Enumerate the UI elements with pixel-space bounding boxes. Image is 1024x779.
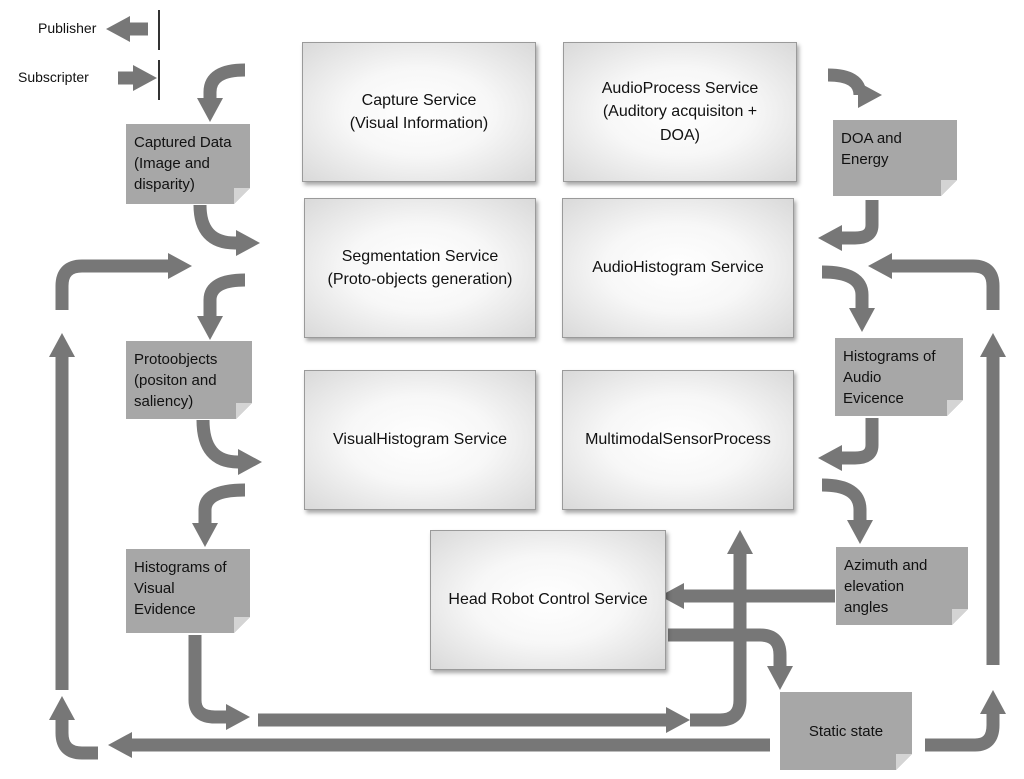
note-line: angles: [844, 599, 889, 616]
note-line: Energy: [841, 151, 889, 168]
note-histograms-visual: Histograms of Visual Evidence: [126, 549, 250, 633]
arrow-captured-data-to-segmentation: [193, 204, 260, 256]
arrow-headrobot-to-static-state: [668, 628, 793, 690]
arrow-visualhistogram-to-histograms-visual: [192, 483, 246, 547]
segmentation-service-title: Segmentation Service: [341, 247, 499, 265]
note-line: Evidence: [134, 601, 196, 618]
note-line: elevation: [844, 578, 905, 595]
multimodal-service-box: MultimodalSensorProcess: [562, 370, 794, 510]
legend-subscripter-label: Subscripter: [18, 69, 89, 85]
headrobot-service-box: Head Robot Control Service: [430, 530, 666, 670]
note-line: Visual: [134, 580, 175, 597]
arrow-doa-to-audiohistogram: [818, 200, 879, 251]
audiohistogram-service-box: AudioHistogram Service: [562, 198, 794, 338]
arrow-segmentation-to-protoobjects: [197, 273, 246, 340]
arrow-histograms-visual-to-bottom: [188, 635, 250, 730]
note-protoobjects: Protoobjects (positon and saliency): [126, 341, 252, 419]
arrow-protoobjects-to-visualhistogram: [196, 419, 262, 475]
note-static-state: Static state: [780, 692, 912, 770]
audiohistogram-service-title: AudioHistogram Service: [592, 259, 764, 277]
arrow-left-loop: [55, 253, 192, 310]
note-line: (Image and: [134, 155, 210, 172]
note-line: DOA and: [841, 130, 902, 147]
arrow-audiohistogram-to-histograms-audio: [821, 265, 875, 332]
capture-service-subtitle: (Visual Information): [349, 115, 489, 132]
visualhistogram-service-title: VisualHistogram Service: [333, 431, 507, 449]
headrobot-service-title: Head Robot Control Service: [448, 591, 648, 609]
note-line: disparity): [134, 176, 195, 193]
arrow-static-state-to-right: [925, 690, 1006, 752]
note-azimuth-elevation: Azimuth and elevation angles: [836, 547, 968, 625]
arrow-audioprocess-to-doa: [827, 68, 873, 117]
note-line: Azimuth and: [844, 557, 928, 574]
visualhistogram-service-box: VisualHistogram Service: [304, 370, 536, 510]
note-doa-energy: DOA and Energy: [833, 120, 957, 196]
note-line: Audio: [843, 369, 882, 386]
audioprocess-service-subtitle: (Auditory acquisiton +: [602, 103, 758, 121]
note-line: saliency): [134, 393, 194, 410]
note-line: Evicence: [843, 390, 904, 407]
note-line: Static state: [808, 722, 884, 740]
multimodal-service-title: MultimodalSensorProcess: [585, 431, 771, 449]
note-line: Protoobjects: [134, 351, 218, 368]
capture-service-box: Capture Service (Visual Information): [302, 42, 536, 182]
audioprocess-service-subtitle-2: DOA): [659, 126, 700, 144]
note-histograms-audio: Histograms of Audio Evicence: [835, 338, 963, 416]
note-line: Captured Data: [134, 134, 232, 151]
segmentation-service-box: Segmentation Service (Proto-objects gener…: [304, 198, 536, 338]
audioprocess-service-title: AudioProcess Service: [601, 80, 759, 98]
arrow-capture-to-captured-data: [197, 63, 246, 122]
arrow-multimodal-to-azimuth: [821, 478, 873, 544]
arrow-histograms-audio-to-multimodal: [818, 418, 879, 471]
note-line: Histograms of: [843, 348, 936, 365]
note-captured-data: Captured Data (Image and disparity): [126, 124, 250, 204]
arrow-bottom-to-multimodal: [690, 530, 753, 727]
legend-publisher-label: Publisher: [38, 20, 97, 36]
capture-service-title: Capture Service: [361, 91, 477, 109]
arrow-left-bottom-hook: [49, 696, 98, 760]
legend-subscripter-bar: [158, 60, 160, 100]
arrow-right-loop: [868, 253, 1000, 310]
legend-publisher-bar: [158, 10, 160, 50]
note-line: (positon and: [134, 372, 217, 389]
segmentation-service-subtitle: (Proto-objects generation): [327, 271, 513, 288]
note-line: Histograms of: [134, 559, 227, 576]
audioprocess-service-box: AudioProcess Service (Auditory acquisiton…: [563, 42, 797, 182]
